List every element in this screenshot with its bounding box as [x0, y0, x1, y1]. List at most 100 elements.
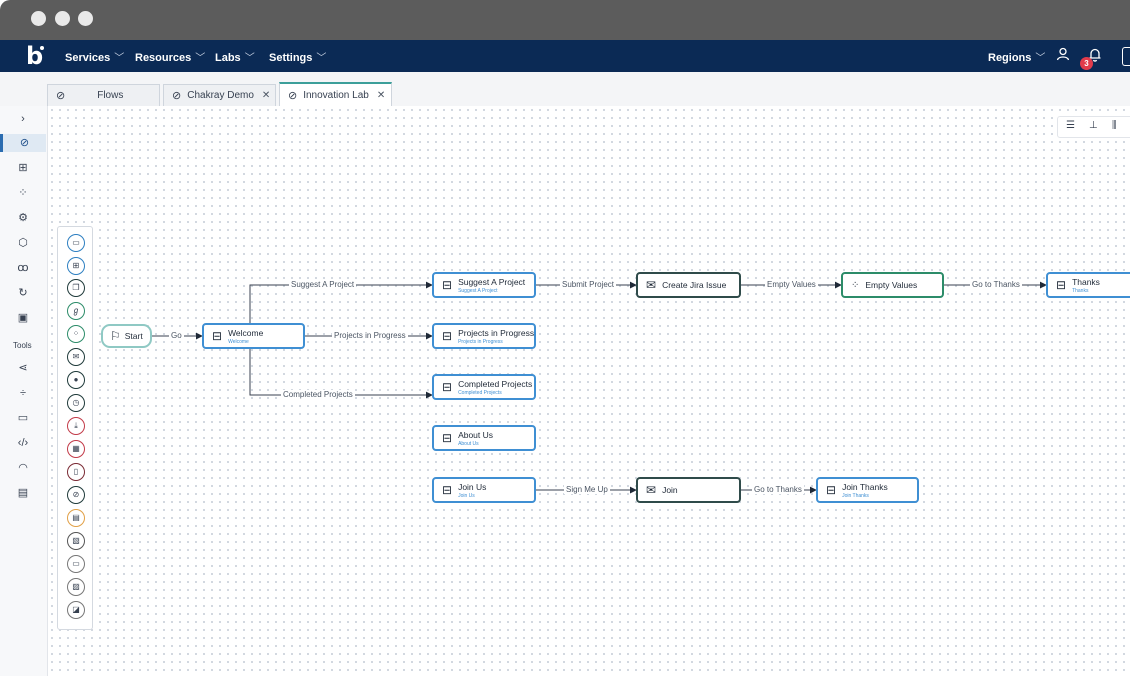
image-component-icon[interactable]: ▨ [67, 578, 85, 596]
tools-label: Tools [13, 341, 32, 350]
edge-label-progress[interactable]: Projects in Progress [332, 331, 408, 340]
edge-label-empty[interactable]: Empty Values [765, 280, 818, 289]
app-logo[interactable]: b [26, 42, 44, 70]
document-icon[interactable]: ▤ [17, 487, 29, 499]
window-minimize-dot[interactable] [55, 11, 70, 26]
flag-icon: ⚐ [110, 329, 121, 343]
users-icon[interactable]: ꝏ [17, 262, 29, 274]
email-icon: ✉ [646, 483, 657, 497]
database-component-icon[interactable]: ▦ [67, 440, 85, 458]
node-progress-sub: Projects in Progress [458, 338, 503, 345]
share-icon[interactable]: ⋖ [18, 362, 28, 374]
left-sidebar: › ⊘ ⊞ ⁘ ⚙ ⬡ ꝏ ↻ ▣ ⋖ ÷ ▭ ‹/› ◠ ▤ [0, 106, 48, 676]
edge-label-submit[interactable]: Submit Project [560, 280, 617, 289]
check-component-icon[interactable]: ⁘ [67, 325, 85, 343]
nav-regions[interactable]: Regions﹀ [988, 49, 1045, 64]
nav-labs[interactable]: Labs﹀ [215, 49, 255, 64]
form-component-icon[interactable]: ⊞ [67, 257, 85, 275]
components-icon[interactable]: ⁘ [18, 187, 28, 199]
node-join-thanks-sub: Join Thanks [842, 492, 869, 499]
user-icon[interactable] [1056, 47, 1070, 64]
tab-flows[interactable]: ⊘ Flows [47, 84, 160, 106]
node-start-title: Start [124, 331, 143, 341]
split-icon[interactable]: ÷ [19, 387, 27, 399]
nav-labs-label: Labs [215, 52, 241, 64]
nav-regions-label: Regions [988, 52, 1032, 64]
code-icon[interactable]: ‹/› [17, 437, 29, 449]
node-empty-title: Empty Values [865, 280, 918, 290]
node-empty-values[interactable]: ⁘ Empty Values [841, 272, 944, 298]
edge-label-go-thanks-2[interactable]: Go to Thanks [752, 485, 804, 494]
tab-chakray-demo[interactable]: ⊘ Chakray Demo ✕ [163, 84, 276, 106]
close-icon[interactable]: ✕ [376, 89, 386, 101]
formula-component-icon[interactable]: ℊ [67, 302, 85, 320]
sticky-component-icon[interactable]: ◪ [67, 601, 85, 619]
align-icon[interactable]: ⊥ [1089, 120, 1098, 131]
table-icon[interactable]: ⊞ [18, 162, 28, 174]
tab-innovation-lab[interactable]: ⊘ Innovation Lab ✕ [279, 82, 392, 106]
page-icon: ⊟ [1056, 278, 1067, 292]
package-icon[interactable]: ⬡ [18, 237, 28, 249]
close-icon[interactable]: ✕ [261, 90, 271, 101]
edge-label-go-thanks[interactable]: Go to Thanks [970, 280, 1022, 289]
copy-component-icon[interactable]: ❐ [67, 279, 85, 297]
node-join-us-title: Join Us [458, 481, 487, 492]
top-navbar: b Services﹀ Resources﹀ Labs﹀ Settings﹀ R… [0, 40, 1130, 72]
link-component-icon[interactable]: ⊘ [67, 486, 85, 504]
filter-icon[interactable]: ⫼ [1112, 120, 1117, 131]
chevron-down-icon: ﹀ [1035, 53, 1046, 64]
plugin-icon[interactable]: ⚙ [18, 212, 28, 224]
delete-component-icon[interactable]: ▯ [67, 463, 85, 481]
clock-component-icon[interactable]: ◷ [67, 394, 85, 412]
flow-canvas[interactable] [48, 106, 1130, 676]
file-component-icon[interactable]: ▤ [67, 509, 85, 527]
image-icon[interactable]: ▣ [17, 312, 29, 324]
email-component-icon[interactable]: ✉ [67, 348, 85, 366]
gauge-icon[interactable]: ◠ [18, 462, 28, 474]
node-start[interactable]: ⚐ Start [101, 324, 152, 348]
bell-icon[interactable] [1088, 47, 1102, 65]
window-maximize-dot[interactable] [78, 11, 93, 26]
nav-settings[interactable]: Settings﹀ [269, 49, 326, 64]
notes-component-icon[interactable]: ▧ [67, 532, 85, 550]
app-logo-dot [40, 46, 44, 50]
download-component-icon[interactable]: ⤓ [67, 417, 85, 435]
chevron-down-icon: ﹀ [316, 53, 327, 64]
tab-chakray-demo-label: Chakray Demo [187, 90, 254, 101]
page-icon: ⊟ [212, 329, 223, 343]
node-create-jira-issue[interactable]: ✉ Create Jira Issue [636, 272, 741, 298]
refresh-icon[interactable]: ↻ [18, 287, 28, 299]
nav-resources[interactable]: Resources﹀ [135, 49, 205, 64]
nav-services[interactable]: Services﹀ [65, 49, 124, 64]
terminal-icon[interactable]: ▭ [17, 412, 29, 424]
sidebar-item-flows[interactable]: ⊘ [0, 134, 46, 152]
page-component-icon[interactable]: ▭ [67, 234, 85, 252]
edge-label-sign-up[interactable]: Sign Me Up [564, 485, 610, 494]
account-button[interactable] [1122, 47, 1130, 66]
node-completed-sub: Completed Projects [458, 389, 502, 396]
edge-label-go[interactable]: Go [169, 331, 184, 340]
edge-label-suggest[interactable]: Suggest A Project [289, 280, 357, 289]
node-jira-title: Create Jira Issue [662, 280, 727, 290]
component-palette: ▭ ⊞ ❐ ℊ ⁘ ✉ ● ◷ ⤓ ▦ ▯ ⊘ ▤ ▧ ▭ ▨ ◪ [57, 226, 93, 630]
flow-icon: ⊘ [56, 90, 66, 102]
expand-chevron-icon[interactable]: › [21, 113, 25, 125]
list-view-icon[interactable]: ☰ [1066, 120, 1075, 131]
window-close-dot[interactable] [31, 11, 46, 26]
card-component-icon[interactable]: ▭ [67, 555, 85, 573]
dollar-component-icon[interactable]: ● [67, 371, 85, 389]
node-thanks-sub: Thanks [1072, 287, 1089, 294]
node-join[interactable]: ✉ Join [636, 477, 741, 503]
edge-label-completed[interactable]: Completed Projects [281, 390, 355, 399]
flow-icon: ⊘ [288, 89, 298, 102]
page-icon: ⊟ [442, 483, 453, 497]
node-suggest-title: Suggest A Project [458, 276, 526, 287]
